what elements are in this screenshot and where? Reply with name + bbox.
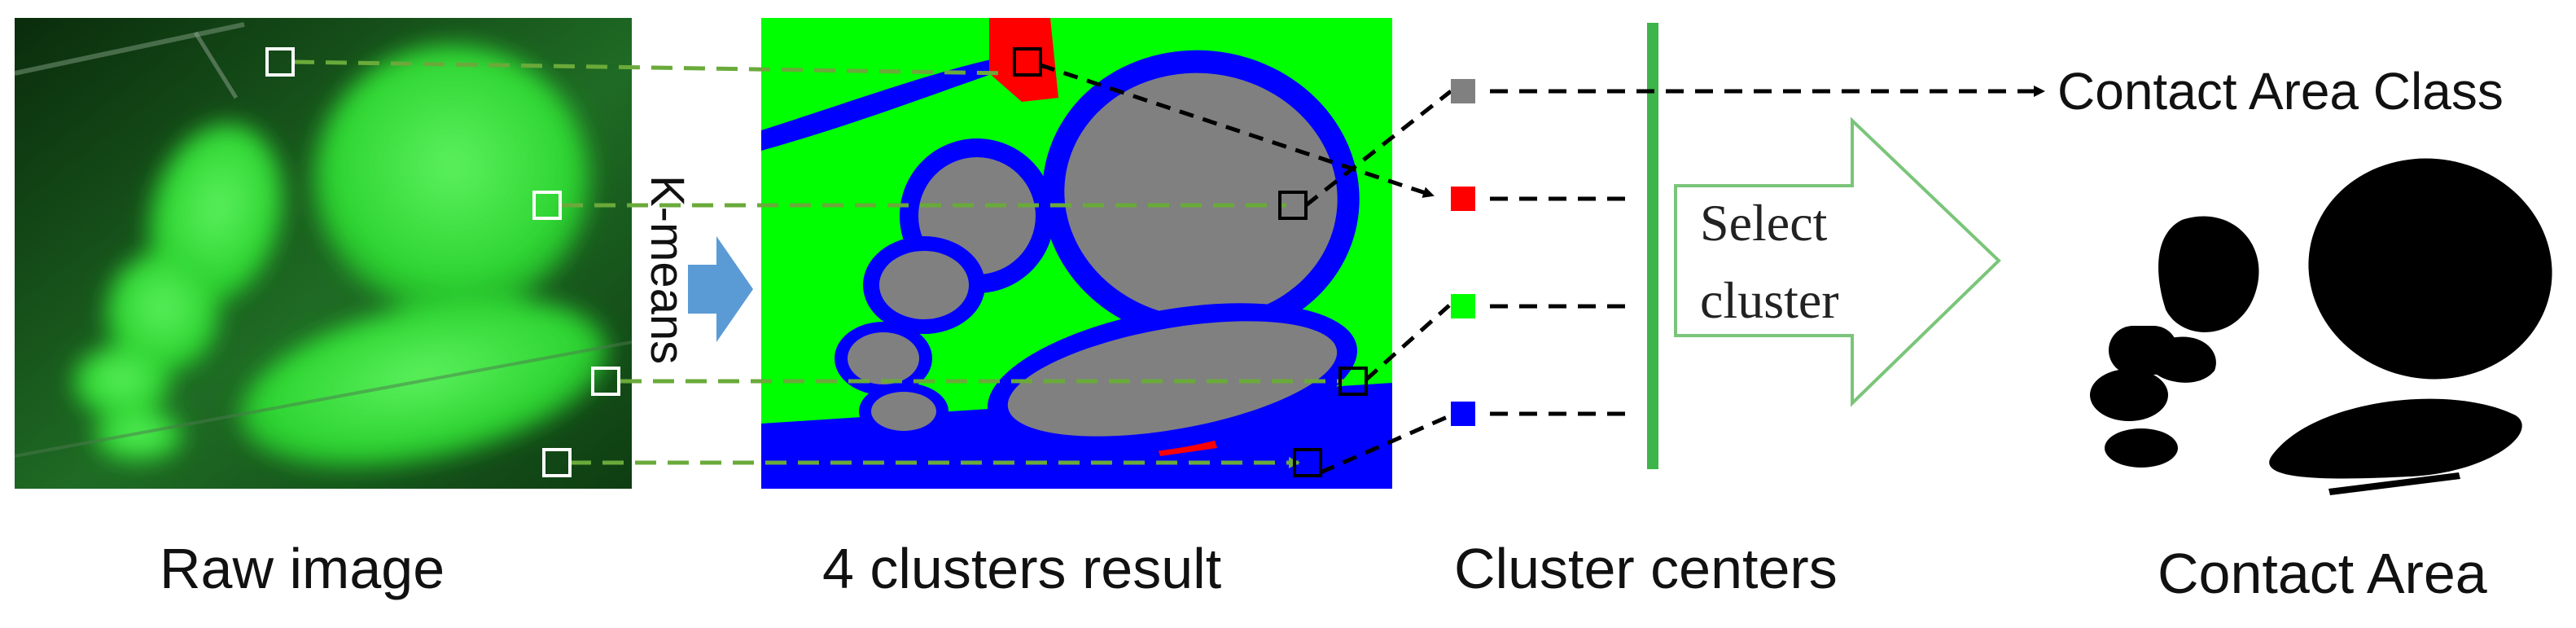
select-cluster-line1: Select <box>1700 194 1828 252</box>
clusters-result-panel <box>761 18 1392 489</box>
cluster-center-red <box>1451 187 1475 211</box>
cluster-center-gray <box>1451 79 1475 103</box>
raw-image-panel <box>14 18 633 489</box>
kmeans-arrow <box>688 236 753 342</box>
caption-contact-area: Contact Area <box>2158 542 2487 605</box>
caption-cluster-centers: Cluster centers <box>1454 537 1838 600</box>
select-cluster-arrow <box>1674 116 2001 407</box>
raw-to-cluster-links <box>292 59 1343 468</box>
center-to-bar-links <box>1490 196 1628 416</box>
cluster-center-blue <box>1451 402 1475 426</box>
contact-area-class-label: Contact Area Class <box>2057 62 2504 121</box>
cluster-centers <box>1451 79 1475 426</box>
raw-image-sample-markers <box>265 47 620 477</box>
contact-area-image <box>2090 158 2552 495</box>
selection-bar <box>1647 23 1658 469</box>
caption-raw-image: Raw image <box>160 537 445 600</box>
cluster-center-green <box>1451 294 1475 318</box>
select-cluster-line2: cluster <box>1700 271 1839 329</box>
cluster-to-center-links <box>1040 63 1452 475</box>
caption-clusters-result: 4 clusters result <box>822 537 1221 600</box>
